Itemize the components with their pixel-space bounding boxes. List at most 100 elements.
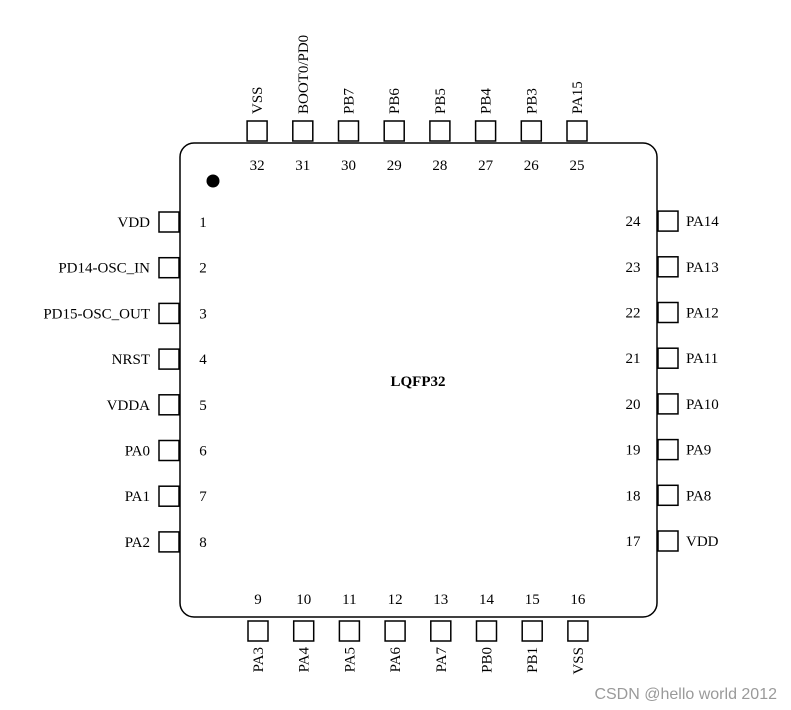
pin-29-pad (383, 120, 405, 142)
pin-3-label: PD15-OSC_OUT (43, 306, 150, 322)
pin-28-number: 28 (432, 158, 447, 174)
pin-16-pad (567, 620, 589, 642)
pin-23-number: 23 (626, 260, 641, 276)
pin-14-label: PB0 (480, 647, 496, 673)
pin-26-label: PB3 (524, 88, 540, 114)
pin-21-number: 21 (626, 351, 641, 367)
pin-30-number: 30 (341, 158, 356, 174)
pin-14-number: 14 (479, 592, 495, 608)
pin-22-label: PA12 (686, 306, 719, 322)
pin-9-number: 9 (254, 592, 262, 608)
pin-24-pad (657, 210, 679, 232)
pin-17-label: VDD (686, 534, 719, 550)
pin-6-number: 6 (199, 444, 207, 460)
pin-20-number: 20 (626, 397, 641, 413)
pin-24-label: PA14 (686, 214, 719, 230)
pin-18-pad (657, 484, 679, 507)
pin-13-number: 13 (433, 592, 448, 608)
pin-11-pad (338, 620, 361, 642)
pin-25-pad (566, 120, 588, 142)
pin-28-pad (429, 120, 451, 142)
pin-21-pad (657, 347, 679, 369)
pin-6-pad (158, 439, 180, 462)
pin-18-number: 18 (626, 488, 641, 504)
pin-5-label: VDDA (107, 398, 150, 414)
pin-4-pad (158, 348, 180, 370)
pin-26-number: 26 (524, 158, 540, 174)
pin-19-number: 19 (626, 443, 641, 459)
pin-30-pad (337, 120, 360, 142)
pin-27-label: PB4 (479, 88, 495, 114)
pin-27-pad (474, 120, 497, 142)
pin-29-label: PB6 (387, 88, 403, 114)
pin-15-pad (521, 620, 543, 642)
pin-31-pad (292, 120, 314, 142)
pin-7-label: PA1 (125, 489, 150, 505)
pin-14-pad (475, 620, 498, 642)
pin-23-label: PA13 (686, 260, 719, 276)
pin-9-label: PA3 (251, 647, 267, 672)
pin-22-number: 22 (626, 306, 641, 322)
watermark: CSDN @hello world 2012 (594, 686, 777, 703)
pin-7-pad (158, 485, 180, 507)
pin-12-label: PA6 (388, 647, 404, 673)
pin-20-label: PA10 (686, 397, 719, 413)
pin-24-number: 24 (626, 214, 642, 230)
pin-29-number: 29 (387, 158, 402, 174)
pin-15-number: 15 (525, 592, 540, 608)
pin-32-number: 32 (250, 158, 265, 174)
pin-19-pad (657, 438, 679, 461)
pin-2-pad (158, 256, 180, 279)
pin-32-label: VSS (250, 86, 266, 114)
pin-10-pad (292, 620, 315, 642)
package-label: LQFP32 (391, 374, 446, 390)
pin-19-label: PA9 (686, 443, 711, 459)
pin-25-number: 25 (570, 158, 585, 174)
pin-27-number: 27 (478, 158, 494, 174)
pin-7-number: 7 (199, 489, 207, 505)
pin-3-pad (158, 302, 180, 325)
pin-16-number: 16 (570, 592, 586, 608)
pin-6-label: PA0 (125, 444, 150, 460)
pin-5-pad (158, 394, 180, 416)
pin-30-label: PB7 (342, 88, 358, 114)
pin-1-label: VDD (118, 215, 151, 231)
pin-12-pad (384, 620, 406, 642)
pin-9-pad (247, 620, 269, 642)
pin-2-number: 2 (199, 261, 207, 277)
pin-16-label: VSS (571, 647, 587, 675)
pin-8-number: 8 (199, 535, 207, 551)
pin-15-label: PB1 (525, 647, 541, 673)
pin-17-pad (657, 530, 679, 552)
pin-8-pad (158, 531, 180, 553)
pin-17-number: 17 (626, 534, 642, 550)
pin-22-pad (657, 301, 679, 324)
pin-31-label: BOOT0/PD0 (296, 35, 312, 114)
pin-23-pad (657, 256, 679, 278)
pin-31-number: 31 (295, 158, 310, 174)
pin-4-label: NRST (112, 352, 150, 368)
pin-20-pad (657, 393, 679, 415)
pin-10-label: PA4 (297, 647, 313, 673)
pin-13-label: PA7 (434, 647, 450, 673)
pin-13-pad (430, 620, 452, 642)
chip-body (179, 142, 658, 618)
pin-32-pad (246, 120, 268, 142)
pin-8-label: PA2 (125, 535, 150, 551)
pin-11-number: 11 (342, 592, 356, 608)
pin-11-label: PA5 (342, 647, 358, 672)
pin-12-number: 12 (388, 592, 403, 608)
pin-18-label: PA8 (686, 488, 711, 504)
pin-2-label: PD14-OSC_IN (58, 261, 150, 277)
pin1-marker-dot (206, 174, 220, 188)
pin-26-pad (520, 120, 543, 142)
pin-10-number: 10 (296, 592, 311, 608)
pin-5-number: 5 (199, 398, 207, 414)
pin-21-label: PA11 (686, 351, 718, 367)
pin-1-pad (158, 211, 180, 233)
pin-28-label: PB5 (433, 88, 449, 114)
pin-3-number: 3 (199, 306, 207, 322)
pin-4-number: 4 (199, 352, 207, 368)
